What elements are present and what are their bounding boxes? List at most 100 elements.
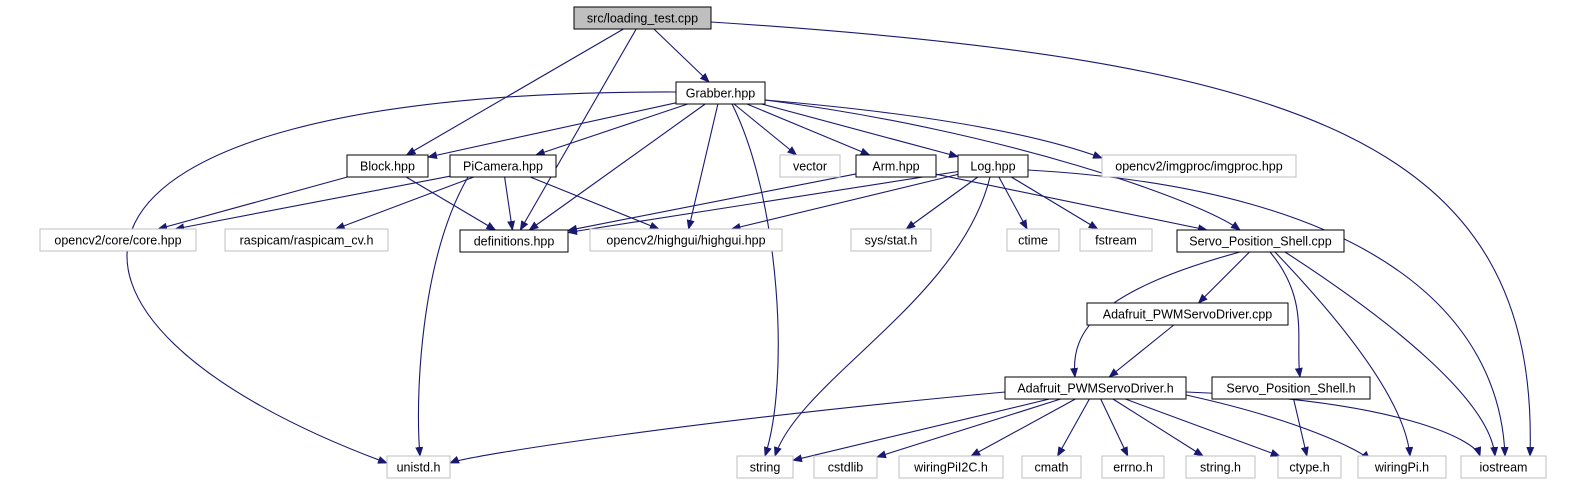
node-label-pwm_cpp: Adafruit_PWMServoDriver.cpp: [1103, 308, 1273, 322]
edge-grabber-to-highgui: [686, 103, 719, 230]
edge-pwm_h-to-unistd: [449, 391, 1006, 464]
edge-picamera-to-definitions: [504, 176, 516, 231]
edge-grabber-to-string: [731, 103, 779, 457]
node-label-imgproc: opencv2/imgproc/imgproc.hpp: [1115, 160, 1282, 174]
node-box-block: [346, 154, 429, 178]
edge-log-to-string: [774, 176, 991, 457]
node-box-raspicam: [224, 228, 389, 252]
edge-grabber-to-servo_cpp: [764, 99, 1241, 231]
edge-root-to-grabber: [653, 28, 710, 83]
edge-servo_cpp-to-wiringpi: [1274, 251, 1414, 457]
node-box-core: [39, 228, 197, 252]
edge-block-to-core: [157, 176, 348, 231]
node-label-cstdlib: cstdlib: [828, 461, 863, 475]
node-wiringpi: wiringPi.h: [1357, 455, 1447, 479]
edge-log-to-definitions: [567, 170, 959, 236]
edge-root-to-definitions: [519, 28, 637, 231]
edge-pwm_h-to-cstdlib: [876, 398, 1061, 459]
edge-pwm_h-to-wiringpii2c: [970, 398, 1076, 457]
node-picamera[interactable]: PiCamera.hpp: [449, 154, 557, 178]
node-label-wiringpi: wiringPi.h: [1374, 461, 1429, 475]
edge-pwm_h-to-cmath: [1057, 398, 1090, 457]
edge-picamera-to-highgui: [529, 176, 660, 230]
edge-grabber-to-unistd: [126, 91, 677, 464]
edge-block-to-definitions: [405, 176, 497, 231]
node-label-grabber: Grabber.hpp: [686, 87, 756, 101]
node-box-servo_h: [1211, 376, 1371, 400]
node-block[interactable]: Block.hpp: [346, 154, 429, 178]
node-box-string: [736, 455, 794, 479]
node-arm[interactable]: Arm.hpp: [855, 154, 937, 178]
edge-pwm_cpp-to-pwm_h: [1108, 324, 1175, 378]
nodes-layer: src/loading_test.cppGrabber.hppBlock.hpp…: [39, 6, 1547, 479]
edge-pwm_h-to-stringh: [1112, 398, 1204, 457]
edge-picamera-to-unistd: [415, 176, 469, 457]
node-label-raspicam: raspicam/raspicam_cv.h: [240, 234, 374, 248]
edge-arm-to-definitions: [567, 173, 857, 233]
node-label-ctime: ctime: [1018, 234, 1048, 248]
edge-servo_cpp-to-servo_h: [1269, 251, 1303, 378]
node-stringh: string.h: [1185, 455, 1256, 479]
node-box-stringh: [1185, 455, 1256, 479]
edge-grabber-to-definitions: [528, 103, 706, 231]
node-box-highgui: [589, 228, 783, 252]
node-imgproc: opencv2/imgproc/imgproc.hpp: [1101, 154, 1297, 178]
node-box-root: [573, 6, 712, 30]
node-unistd: unistd.h: [386, 455, 451, 479]
edge-arm-to-servo_cpp: [935, 173, 1208, 233]
node-core: opencv2/core/core.hpp: [39, 228, 197, 252]
node-box-cmath: [1021, 455, 1082, 479]
node-label-cmath: cmath: [1034, 461, 1068, 475]
node-wiringpii2c: wiringPiI2C.h: [898, 455, 1004, 479]
node-grabber[interactable]: Grabber.hpp: [675, 81, 766, 105]
node-label-arm: Arm.hpp: [872, 160, 919, 174]
node-label-root: src/loading_test.cpp: [587, 12, 698, 26]
node-label-core: opencv2/core/core.hpp: [54, 234, 181, 248]
edge-picamera-to-core: [174, 175, 451, 232]
node-box-sysstat: [850, 228, 932, 252]
edge-root-to-iostream: [710, 21, 1535, 457]
node-label-wiringpii2c: wiringPiI2C.h: [913, 461, 988, 475]
edge-grabber-to-picamera: [534, 103, 688, 156]
node-box-log: [957, 154, 1029, 178]
node-cmath: cmath: [1021, 455, 1082, 479]
node-sysstat: sys/stat.h: [850, 228, 932, 252]
node-pwm_cpp[interactable]: Adafruit_PWMServoDriver.cpp: [1086, 302, 1289, 326]
node-box-ctime: [1006, 228, 1060, 252]
node-root[interactable]: src/loading_test.cpp: [573, 6, 712, 30]
edge-servo_cpp-to-iostream: [1284, 251, 1499, 457]
node-pwm_h[interactable]: Adafruit_PWMServoDriver.h: [1004, 376, 1187, 400]
node-label-stringh: string.h: [1200, 461, 1241, 475]
node-label-highgui: opencv2/highgui/highgui.hpp: [606, 234, 765, 248]
node-label-ctype: ctype.h: [1289, 461, 1329, 475]
node-servo_cpp[interactable]: Servo_Position_Shell.cpp: [1176, 229, 1345, 253]
edge-grabber-to-block: [427, 102, 677, 160]
edge-pwm_h-to-string: [792, 398, 1050, 463]
node-raspicam: raspicam/raspicam_cv.h: [224, 228, 389, 252]
edge-servo_h-to-ctype: [1293, 398, 1309, 457]
edge-picamera-to-raspicam: [334, 176, 474, 230]
edge-log-to-ctime: [998, 176, 1028, 230]
node-log[interactable]: Log.hpp: [957, 154, 1029, 178]
node-box-ctype: [1277, 455, 1342, 479]
node-highgui: opencv2/highgui/highgui.hpp: [589, 228, 783, 252]
node-label-unistd: unistd.h: [397, 461, 441, 475]
node-label-definitions: definitions.hpp: [474, 235, 555, 249]
node-cstdlib: cstdlib: [813, 455, 878, 479]
edge-root-to-block: [405, 28, 624, 156]
node-iostream: iostream: [1460, 455, 1547, 479]
node-box-cstdlib: [813, 455, 878, 479]
edge-pwm_h-to-iostream: [1185, 391, 1482, 457]
node-errno: errno.h: [1101, 455, 1165, 479]
node-box-servo_cpp: [1176, 229, 1345, 253]
node-box-imgproc: [1101, 154, 1297, 178]
edge-grabber-to-vector: [733, 103, 798, 156]
edge-log-to-fstream: [1011, 176, 1099, 230]
node-label-block: Block.hpp: [360, 160, 415, 174]
node-definitions[interactable]: definitions.hpp: [459, 229, 569, 253]
node-servo_h[interactable]: Servo_Position_Shell.h: [1211, 376, 1371, 400]
node-label-fstream: fstream: [1095, 234, 1137, 248]
node-label-picamera: PiCamera.hpp: [463, 160, 543, 174]
edge-pwm_h-to-errno: [1100, 398, 1129, 457]
